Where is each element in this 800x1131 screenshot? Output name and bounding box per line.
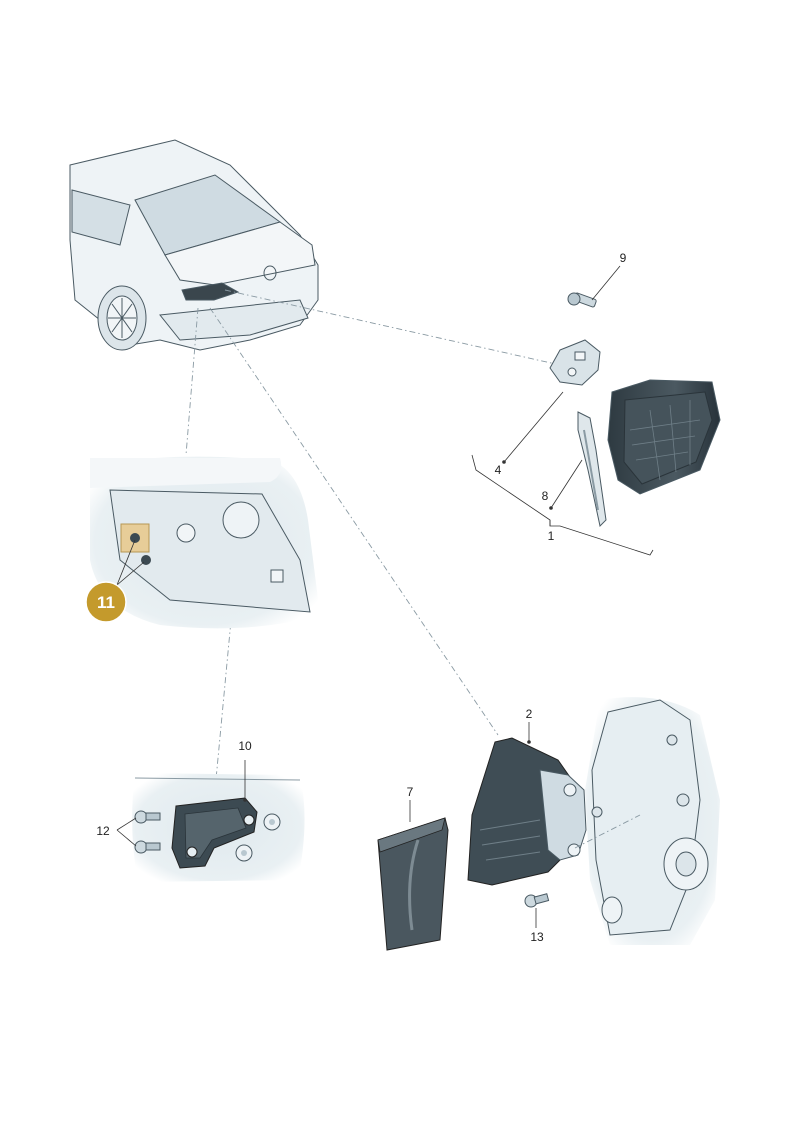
callout-labels: 9 4 8 1 10 12 2 7 13: [96, 251, 626, 944]
callout-label-11: 11: [97, 593, 115, 612]
tail-lamp-part: [607, 379, 721, 495]
body-panel-assembly: [377, 697, 720, 951]
mounting-bracket-part: [171, 797, 258, 869]
bracket-part: [549, 339, 601, 386]
callout-badge-11[interactable]: 11: [85, 581, 127, 623]
detail-panel-bracket: [116, 760, 305, 882]
callout-label-12: 12: [96, 824, 110, 838]
callout-label-2: 2: [526, 707, 533, 721]
callout-label-9: 9: [620, 251, 627, 265]
callout-label-7: 7: [407, 785, 414, 799]
trim-cover-part: [377, 817, 449, 951]
screw-part: [524, 893, 550, 908]
tail-lamp-assembly: [471, 265, 721, 556]
callout-label-8: 8: [542, 489, 549, 503]
callout-label-4: 4: [495, 463, 502, 477]
screw-part: [134, 840, 161, 854]
callout-label-13: 13: [530, 930, 544, 944]
vehicle-rear-view: [69, 139, 319, 351]
seal-strip-part: [577, 411, 607, 528]
callout-label-1: 1: [548, 529, 555, 543]
screw-part: [134, 810, 161, 824]
callout-label-10: 10: [238, 739, 252, 753]
lamp-carrier-part: [467, 737, 587, 886]
detail-panel-mounting-point: [90, 456, 320, 629]
bolt-part: [567, 292, 597, 308]
dashed-reference-lines: [185, 289, 561, 791]
